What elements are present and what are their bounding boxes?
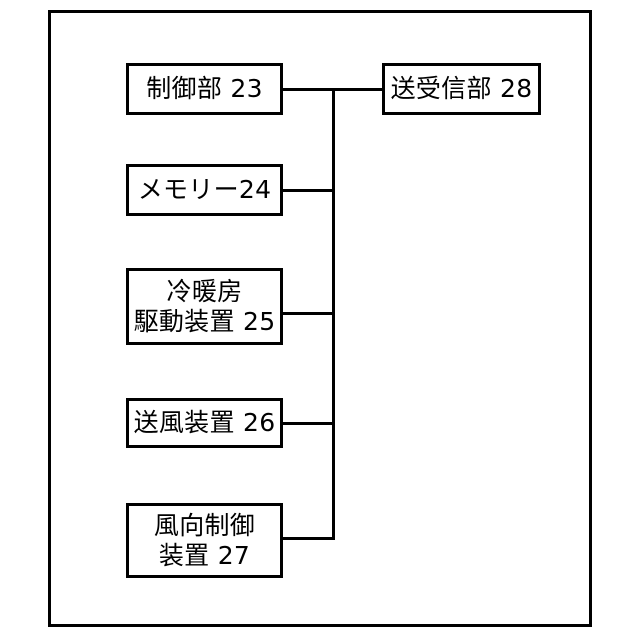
block-label-transceiver-unit: 送受信部 28 [390, 74, 533, 104]
connector-hvac-drive-to-bus [283, 312, 335, 315]
block-label-memory-unit: メモリー24 [137, 175, 272, 205]
block-transceiver-unit: 送受信部 28 [382, 63, 541, 115]
block-label-airflow-direction-control-unit: 風向制御 装置 27 [153, 511, 256, 570]
connector-blower-to-bus [283, 422, 335, 425]
block-airflow-direction-control-unit: 風向制御 装置 27 [126, 503, 283, 578]
block-label-control-unit: 制御部 23 [146, 74, 263, 104]
block-blower-unit: 送風装置 26 [126, 398, 283, 448]
block-control-unit: 制御部 23 [126, 63, 283, 115]
block-hvac-drive-unit: 冷暖房 駆動装置 25 [126, 268, 283, 345]
block-memory-unit: メモリー24 [126, 164, 283, 216]
main-bus-line [332, 88, 335, 539]
connector-bus-to-transceiver [332, 88, 385, 91]
block-label-blower-unit: 送風装置 26 [133, 408, 276, 438]
connector-control-to-bus [283, 88, 335, 91]
block-label-hvac-drive-unit: 冷暖房 駆動装置 25 [133, 277, 276, 336]
connector-memory-to-bus [283, 189, 335, 192]
connector-airflow-to-bus [283, 537, 335, 540]
